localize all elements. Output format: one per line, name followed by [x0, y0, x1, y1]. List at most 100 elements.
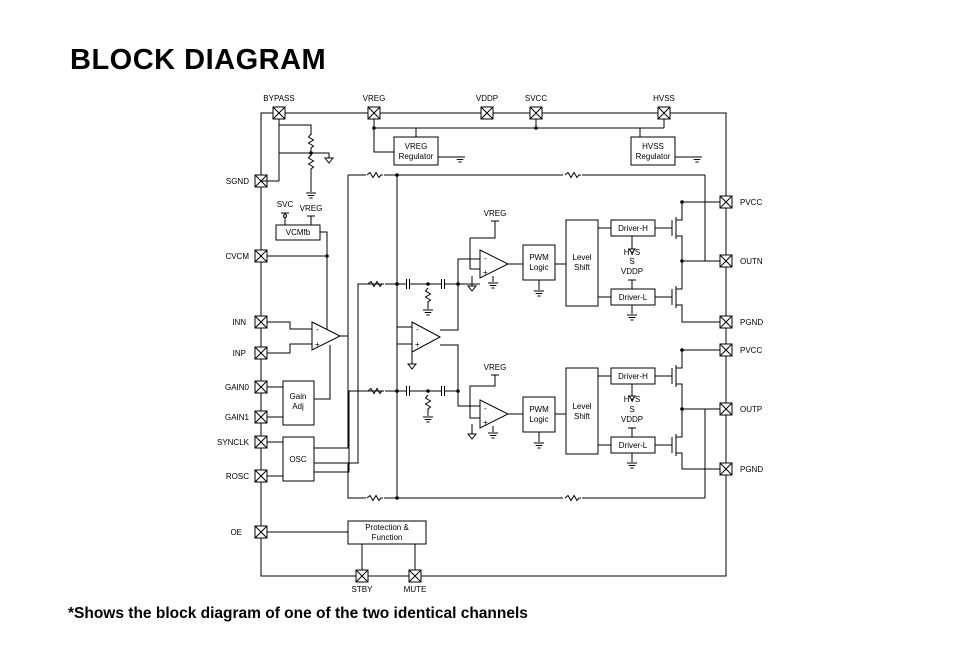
gain-adj-label-2: Adj: [292, 402, 304, 411]
vcmfb-label: VCMfb: [286, 228, 311, 237]
chip-outline: [260, 112, 727, 577]
pin-stby: STBY: [352, 569, 374, 594]
amp2-plus: +: [415, 340, 420, 349]
pwm-a-label-2: Logic: [529, 263, 548, 272]
pin-label-sgnd: SGND: [226, 177, 249, 186]
middle-amplifier: - +: [397, 321, 442, 370]
level-shift-b-label-1: Level: [572, 402, 591, 411]
channel-a-path: VREG - + PWM Logic Level Shift Driver-H …: [467, 209, 656, 321]
gain-adj-block: Gain Adj: [267, 345, 331, 426]
pin-vreg: VREG: [363, 94, 386, 120]
pin-svcc: SVCC: [525, 94, 547, 120]
vreg-label-b: VREG: [484, 363, 507, 372]
pin-pvcc-bottom: PVCC: [719, 343, 762, 357]
level-shift-a-label-1: Level: [572, 253, 591, 262]
pin-pgnd-bottom: PGND: [719, 462, 763, 476]
pin-label-hvss: HVSS: [653, 94, 675, 103]
pin-label-vddp: VDDP: [476, 94, 498, 103]
pin-outp: OUTP: [719, 402, 762, 416]
channel-a-output-stage: [655, 200, 720, 323]
pin-pgnd-top: PGND: [719, 315, 763, 329]
pin-label-synclk: SYNCLK: [217, 438, 250, 447]
channel-a-frontend: [367, 258, 480, 331]
pin-gain0: GAIN0: [225, 380, 268, 394]
pwm-b-label-1: PWM: [529, 405, 549, 414]
pwm-a-label-1: PWM: [529, 253, 549, 262]
pin-inn: INN: [232, 315, 268, 329]
vreg-small-label: VREG: [300, 204, 323, 213]
pin-label-pgnd-top: PGND: [740, 318, 763, 327]
pin-gain1: GAIN1: [225, 410, 268, 424]
protection-label-1: Protection &: [365, 523, 409, 532]
pin-bypass: BYPASS: [263, 94, 295, 120]
pin-sgnd: SGND: [226, 174, 268, 188]
s-b-label: S: [629, 405, 634, 414]
driver-l-a-label: Driver-L: [619, 293, 648, 302]
footnote: *Shows the block diagram of one of the t…: [68, 605, 528, 622]
vddp-a-label: VDDP: [621, 267, 643, 276]
pin-cvcm: CVCM: [225, 249, 268, 263]
pin-label-pgnd-bottom: PGND: [740, 465, 763, 474]
pin-vddp: VDDP: [476, 94, 498, 120]
vreg-regulator-label-1: VREG: [405, 142, 428, 151]
pin-rosc: ROSC: [226, 469, 268, 483]
level-shift-b-label-2: Shift: [574, 412, 591, 421]
pin-label-gain0: GAIN0: [225, 383, 250, 392]
pin-outn: OUTN: [719, 254, 763, 268]
pin-label-gain1: GAIN1: [225, 413, 250, 422]
vcmfb-block: SVC VREG VCMfb: [267, 200, 329, 330]
s-a-label: S: [629, 257, 634, 266]
vreg-regulator: VREG Regulator: [372, 119, 664, 166]
channel-b-path: VREG - + PWM Logic Level Shift Driver-H …: [467, 363, 656, 469]
gain-adj-label-1: Gain: [290, 392, 307, 401]
pin-pvcc-top: PVCC: [719, 195, 762, 209]
pin-label-mute: MUTE: [404, 585, 427, 594]
pin-label-pvcc-top: PVCC: [740, 198, 762, 207]
cmp-b-minus: -: [484, 404, 487, 413]
bias-network: [261, 119, 334, 199]
osc-block: OSC: [267, 283, 384, 482]
level-shift-a-label-2: Shift: [574, 263, 591, 272]
channel-b-output-stage: [655, 348, 720, 470]
cmp-b-plus: +: [483, 418, 488, 427]
pin-mute: MUTE: [404, 569, 427, 594]
vreg-regulator-label-2: Regulator: [399, 152, 434, 161]
hvss-regulator: HVSS Regulator: [630, 119, 703, 166]
hvss-regulator-label-2: Regulator: [636, 152, 671, 161]
pin-synclk: SYNCLK: [217, 435, 268, 449]
pwm-b-label-2: Logic: [529, 415, 548, 424]
pin-label-inp: INP: [233, 349, 246, 358]
cmp-a-minus: -: [484, 254, 487, 263]
pin-label-inn: INN: [232, 318, 246, 327]
vddp-b-label: VDDP: [621, 415, 643, 424]
pin-label-oe: OE: [230, 528, 242, 537]
pin-label-bypass: BYPASS: [263, 94, 294, 103]
pin-label-svcc: SVCC: [525, 94, 547, 103]
page-title: BLOCK DIAGRAM: [70, 44, 327, 76]
pin-label-rosc: ROSC: [226, 472, 249, 481]
vreg-label-a: VREG: [484, 209, 507, 218]
pin-label-pvcc-bottom: PVCC: [740, 346, 762, 355]
amp2-minus: -: [416, 325, 419, 334]
driver-l-b-label: Driver-L: [619, 441, 648, 450]
pin-label-outn: OUTN: [740, 257, 763, 266]
amp1-plus: +: [315, 340, 320, 349]
hvss-regulator-label-1: HVSS: [642, 142, 664, 151]
protection-label-2: Function: [372, 533, 403, 542]
osc-label: OSC: [289, 455, 307, 464]
pin-hvss: HVSS: [653, 94, 675, 120]
svc-label: SVC: [277, 200, 294, 209]
driver-h-a-label: Driver-H: [618, 224, 648, 233]
pin-label-cvcm: CVCM: [225, 252, 249, 261]
pin-label-vreg: VREG: [363, 94, 386, 103]
pin-label-outp: OUTP: [740, 405, 762, 414]
pin-inp: INP: [233, 346, 268, 360]
protection-function-block: Protection & Function: [267, 520, 427, 570]
pin-oe: OE: [230, 525, 268, 539]
input-amplifier: - +: [267, 321, 348, 354]
feedback-rails: [347, 172, 720, 501]
cmp-a-plus: +: [483, 268, 488, 277]
pin-label-stby: STBY: [352, 585, 374, 594]
driver-h-b-label: Driver-H: [618, 372, 648, 381]
